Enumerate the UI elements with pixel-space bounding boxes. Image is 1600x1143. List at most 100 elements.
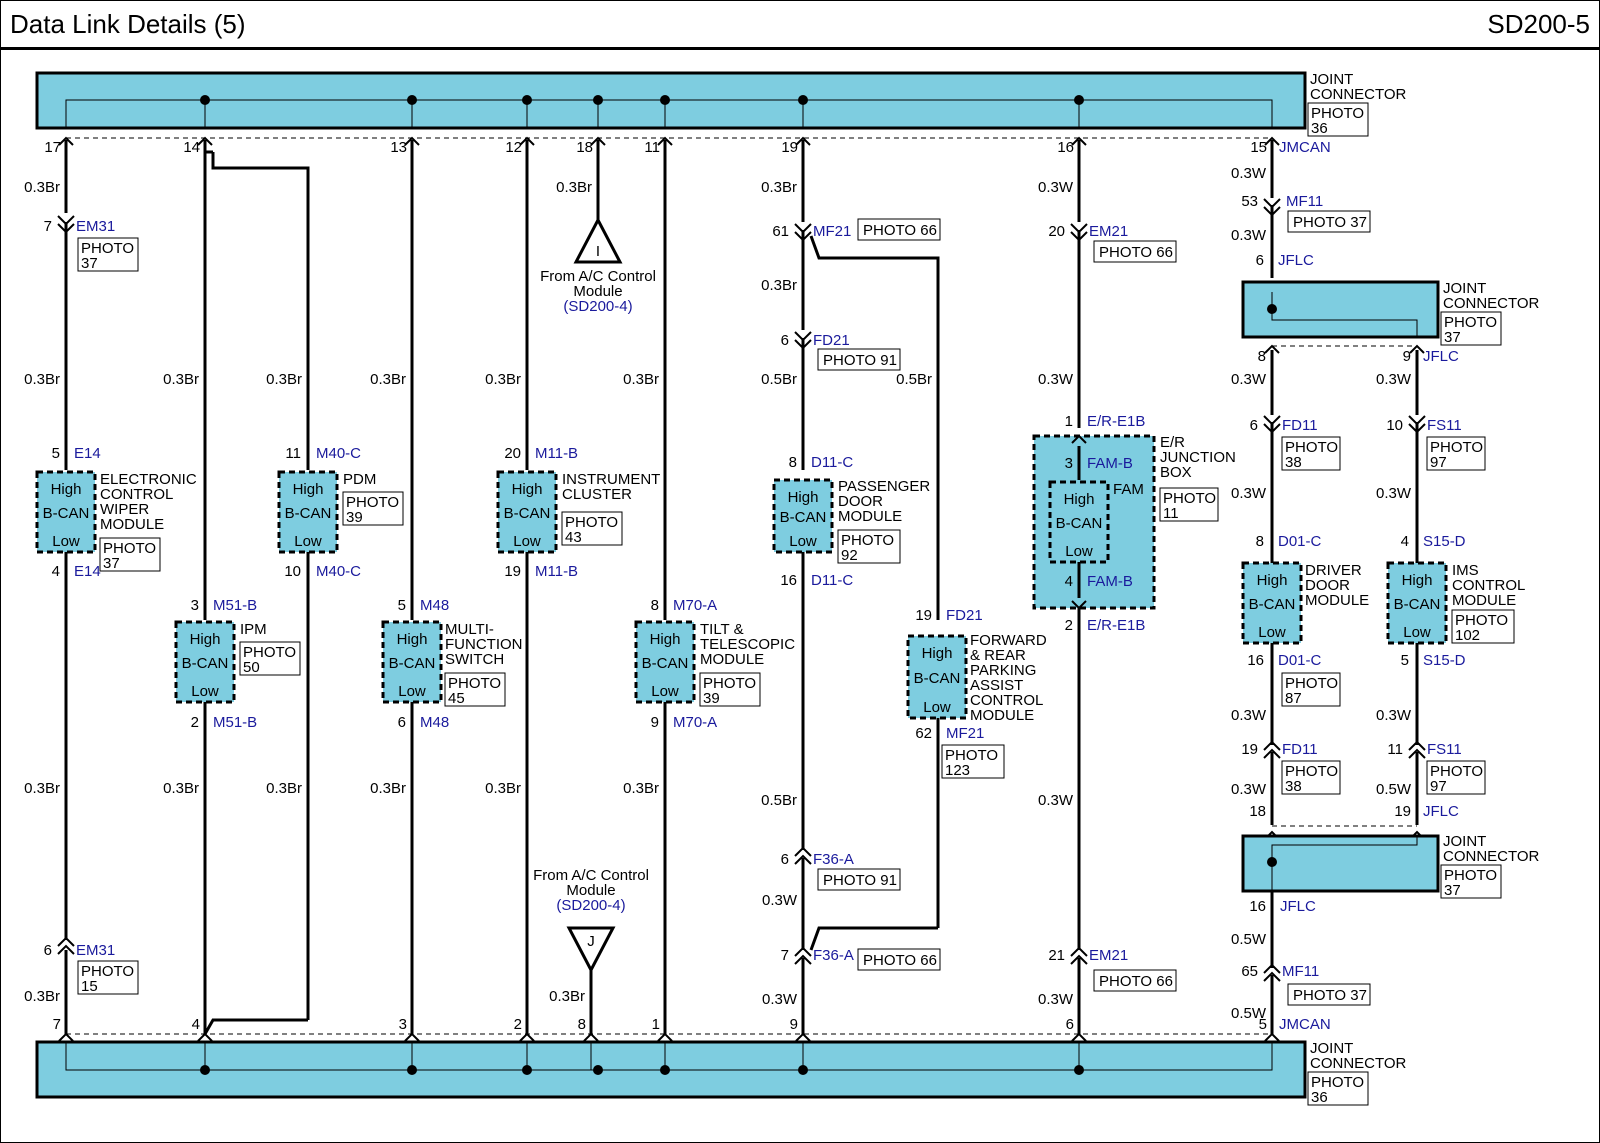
pin-number: 4 <box>52 563 60 580</box>
pin-arrow <box>590 136 606 146</box>
photo-box-label: PHOTO <box>1430 763 1483 780</box>
connector-id-label: M51-B <box>213 714 257 731</box>
wire-gauge-label: 0.5W <box>1231 1005 1267 1022</box>
can-low-label: Low <box>398 683 426 700</box>
can-high-label: High <box>1402 572 1433 589</box>
pin-arrow <box>58 1032 74 1042</box>
photo-box-label: PHOTO <box>1311 105 1364 122</box>
link-text: From A/C Control <box>533 867 649 884</box>
pin-number: 19 <box>504 563 521 580</box>
photo-box-label: PHOTO <box>1163 490 1216 507</box>
pin-arrow <box>583 1032 599 1042</box>
photo-tag-text: PHOTO 66 <box>863 952 937 969</box>
photo-box <box>561 511 623 546</box>
joint-bus-jflc <box>1271 292 1418 337</box>
can-module-box <box>277 470 339 554</box>
photo-box-label: PHOTO <box>703 675 756 692</box>
joint-connector-label: CONNECTOR <box>1443 295 1540 312</box>
can-bus-label: B-CAN <box>914 670 961 687</box>
wire-gauge-label: 0.3Br <box>761 179 797 196</box>
can-bus-label: B-CAN <box>780 509 827 526</box>
link-text: From A/C Control <box>540 268 656 285</box>
photo-box-label: PHOTO <box>81 240 134 257</box>
wire-gauge-label: 0.3Br <box>485 780 521 797</box>
module-name: SWITCH <box>445 651 504 668</box>
pin-number: 6 <box>1256 252 1264 269</box>
photo-box <box>239 641 301 676</box>
photo-box-number: 50 <box>243 659 260 676</box>
module-name: PASSENGER <box>838 478 930 495</box>
photo-box-number: 15 <box>81 978 98 995</box>
wire-gauge-label: 0.3W <box>762 991 798 1008</box>
link-text: Module <box>573 283 622 300</box>
can-low-label: Low <box>52 533 80 550</box>
wire-gauge-label: 0.3W <box>1231 485 1267 502</box>
connector-id-label: M48 <box>420 597 449 614</box>
junction-box-name: JUNCTION <box>1160 449 1236 466</box>
pin-number: 7 <box>781 947 789 964</box>
wire-gauge-label: 0.3W <box>1376 371 1412 388</box>
photo-box-label: PHOTO <box>1285 675 1338 692</box>
joint-connector-label: JOINT <box>1443 833 1486 850</box>
pin-arrow <box>657 1032 673 1042</box>
wire <box>809 235 940 620</box>
pin-number: 6 <box>781 332 789 349</box>
photo-tag-box <box>1093 240 1177 263</box>
pin-number: 8 <box>789 454 797 471</box>
connector-id-label: D11-C <box>811 572 853 589</box>
connector-id-label: FAM-B <box>1087 455 1133 472</box>
wire-gauge-label: 0.3Br <box>24 988 60 1005</box>
photo-box-label: PHOTO <box>1311 1074 1364 1091</box>
connector-id-label: MF21 <box>946 725 984 742</box>
module-name: MODULE <box>838 508 902 525</box>
pin-number: 21 <box>1048 947 1065 964</box>
photo-box-number: 92 <box>841 547 858 564</box>
photo-box-label: PHOTO <box>841 532 894 549</box>
photo-box-label: PHOTO <box>945 747 998 764</box>
pin-number: 9 <box>1403 348 1411 365</box>
joint-connector-label: CONNECTOR <box>1310 86 1407 103</box>
link-text: Module <box>566 882 615 899</box>
pin-number: 9 <box>790 1016 798 1033</box>
page-header: Data Link Details (5) SD200-5 <box>0 0 1600 50</box>
wire-gauge-label: 0.3W <box>1376 707 1412 724</box>
photo-tag-text: PHOTO 91 <box>823 872 897 889</box>
connector-mark <box>1408 740 1426 751</box>
photo-box <box>1440 864 1502 899</box>
pin-number: 6 <box>44 942 52 959</box>
photo-box-number: 38 <box>1285 454 1302 471</box>
wire-gauge-label: 0.3Br <box>761 277 797 294</box>
connector-mark <box>1263 963 1281 974</box>
photo-tag-box <box>857 218 941 241</box>
connector-id-label: FD11 <box>1282 741 1318 758</box>
connector-id-label: JFLC <box>1278 252 1314 269</box>
can-high-label: High <box>397 631 428 648</box>
photo-box-number: 36 <box>1311 120 1328 137</box>
wire-gauge-label: 0.3W <box>1231 371 1267 388</box>
connector-mark <box>57 944 75 955</box>
pin-number: 1 <box>652 1016 660 1033</box>
pin-number: 7 <box>53 1016 61 1033</box>
can-module-box <box>634 620 696 704</box>
connector-link-triangle <box>566 926 616 974</box>
pin-number: 5 <box>1401 652 1409 669</box>
module-name: IMS <box>1452 562 1479 579</box>
pin-number: 8 <box>578 1016 586 1033</box>
photo-box-number: 37 <box>1444 882 1461 899</box>
pin-arrow <box>1071 136 1087 146</box>
connector-id-label: JFLC <box>1423 348 1459 365</box>
photo-box-number: 36 <box>1311 1089 1328 1106</box>
photo-box <box>1451 609 1515 644</box>
photo-box-number: 39 <box>346 509 363 526</box>
pin-number: 6 <box>398 714 406 731</box>
pin-number: 3 <box>191 597 199 614</box>
connector-id-label: EM21 <box>1089 223 1128 240</box>
pin-number: 20 <box>1048 223 1065 240</box>
photo-tag-text: PHOTO 37 <box>1293 214 1367 231</box>
can-bus-label: B-CAN <box>1249 596 1296 613</box>
connector-id-label: M11-B <box>535 563 578 580</box>
can-low-label: Low <box>1258 624 1286 641</box>
photo-box-number: 102 <box>1455 627 1480 644</box>
pin-arrow <box>197 1032 213 1042</box>
